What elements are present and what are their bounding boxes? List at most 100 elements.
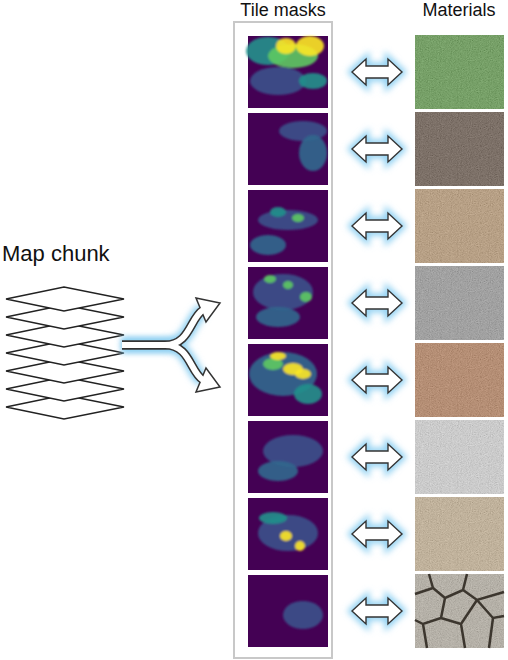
mask-blob <box>295 541 305 551</box>
arrow-glow <box>352 59 402 85</box>
arrow-outline <box>352 598 402 624</box>
double-arrow <box>352 290 402 316</box>
material-base <box>415 343 504 417</box>
arrow-body <box>122 310 203 345</box>
mask-panel <box>234 22 332 658</box>
mask-blobs <box>253 274 313 327</box>
mask-blob <box>270 207 286 217</box>
arrow-body <box>122 345 203 380</box>
mask-tile <box>248 575 328 647</box>
caption-label: Map chunk <box>2 242 110 266</box>
double-arrow <box>352 521 402 547</box>
mask-ground <box>248 575 328 647</box>
layer-stack <box>6 287 124 419</box>
material-swatch <box>415 343 504 417</box>
mask-ground <box>248 421 328 493</box>
mask-blob <box>280 531 292 541</box>
mask-tile <box>248 267 328 339</box>
arrow-outline <box>352 521 402 547</box>
mask-ground <box>248 498 328 570</box>
material-base <box>415 497 504 571</box>
arrow-outline <box>352 213 402 239</box>
mask-blob <box>253 274 313 310</box>
mask-blobs <box>249 352 322 404</box>
mask-blob <box>283 601 323 629</box>
material-swatch <box>415 112 504 186</box>
material-swatch <box>415 189 504 263</box>
caption-label: Materials <box>422 1 495 21</box>
mask-blob <box>256 307 300 327</box>
mask-ground <box>248 190 328 262</box>
mask-blobs <box>246 36 327 95</box>
mask-blob <box>258 210 318 230</box>
mask-blob <box>250 67 306 95</box>
mask-blob <box>264 275 276 283</box>
material-base <box>415 266 504 340</box>
double-arrow <box>352 598 402 624</box>
arrow-outline <box>352 444 402 470</box>
arrow-outline <box>352 290 402 316</box>
material-grain <box>415 574 504 648</box>
material-swatch <box>415 420 504 494</box>
material-grain <box>415 343 504 417</box>
material-base <box>415 420 504 494</box>
material-base <box>415 189 504 263</box>
mask-blob <box>259 512 287 524</box>
mask-blobs <box>250 207 318 255</box>
caption-label: Tile masks <box>240 1 325 21</box>
arrow-outline <box>122 310 203 345</box>
material-grain <box>415 497 504 571</box>
arrow-glow <box>352 213 402 239</box>
material-swatch <box>415 266 504 340</box>
arrow-glow <box>352 444 402 470</box>
arrow-glow <box>352 290 402 316</box>
mask-tile <box>248 113 328 185</box>
mask-blob <box>250 235 286 255</box>
mask-tile <box>248 421 328 493</box>
mask-blob <box>296 36 324 56</box>
material-swatches <box>415 35 504 648</box>
double-arrow <box>352 367 402 393</box>
mask-ground <box>248 267 328 339</box>
mask-blob <box>292 214 304 222</box>
arrow-outline <box>352 59 402 85</box>
mask-blobs <box>258 435 323 481</box>
arrow-glow <box>352 136 402 162</box>
arrow-outline <box>352 367 402 393</box>
mask-ground <box>248 113 328 185</box>
arrow-glow <box>352 598 402 624</box>
crack-lines <box>415 574 504 648</box>
mask-blobs <box>283 601 323 629</box>
double-arrow <box>352 59 402 85</box>
mask-blob <box>300 292 312 302</box>
mask-blob <box>258 461 298 481</box>
double-arrows <box>352 59 402 624</box>
material-base <box>415 35 504 109</box>
mask-blob <box>299 73 327 89</box>
material-grain <box>415 35 504 109</box>
arrow-outline <box>122 345 203 380</box>
material-base <box>415 574 504 648</box>
tile-masks <box>246 36 328 647</box>
arrow-glow <box>352 367 402 393</box>
material-base <box>415 112 504 186</box>
arrow-outline <box>352 136 402 162</box>
double-arrow <box>352 213 402 239</box>
double-arrow <box>352 136 402 162</box>
mask-blob <box>294 384 322 404</box>
arrow-glow <box>352 521 402 547</box>
mask-blob <box>299 135 327 171</box>
mask-blobs <box>258 512 318 551</box>
mask-ground <box>248 344 328 416</box>
material-grain <box>415 420 504 494</box>
mask-tile <box>248 498 328 570</box>
material-grain <box>415 112 504 186</box>
mask-tile <box>248 190 328 262</box>
mask-tile <box>246 36 328 108</box>
mask-blobs <box>279 121 327 171</box>
map-layer <box>6 287 124 311</box>
mask-blob <box>270 352 286 360</box>
material-swatch <box>415 35 504 109</box>
material-swatch <box>415 574 504 648</box>
